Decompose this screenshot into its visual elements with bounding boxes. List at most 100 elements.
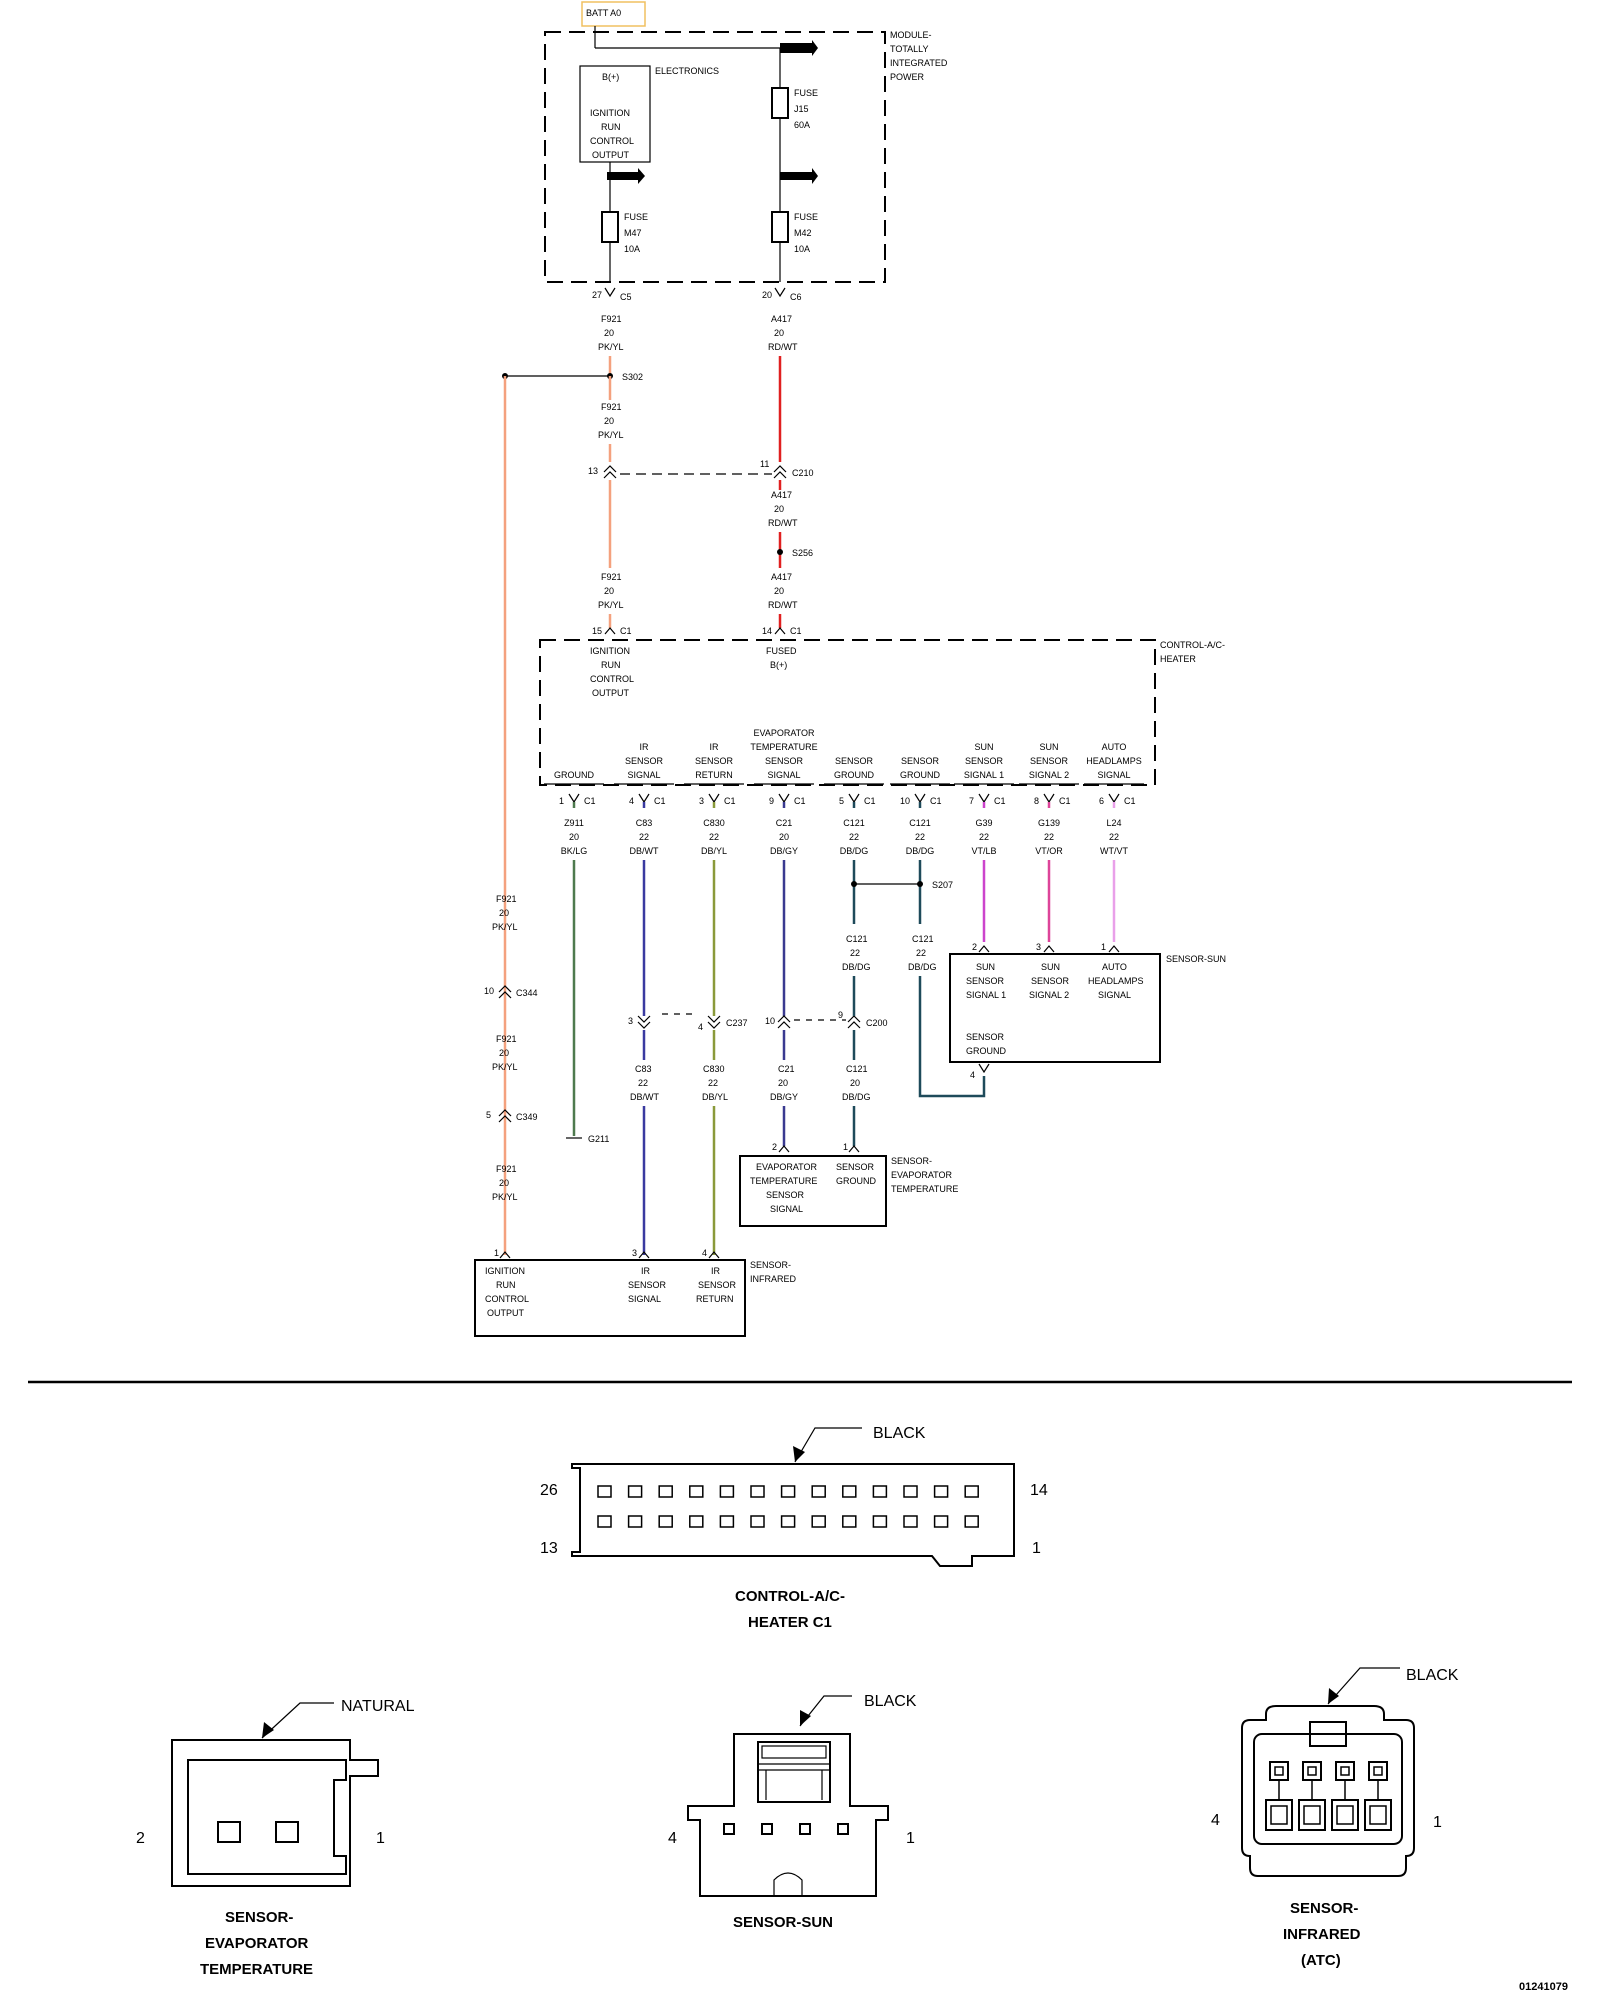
c200-label: C200 [866, 1018, 888, 1028]
upper-wiring: 27 C5 20 C6 F921 20 PK/YL A417 20 RD/WT … [502, 287, 814, 1255]
module-pin-label: SIGNAL 1 [964, 770, 1004, 780]
c1-cavity [842, 1485, 857, 1498]
a417-top-2: 20 [774, 328, 784, 338]
connector-view-c1: BLACK 26 14 13 1 CONTROL-A/C- HEATER C1 [540, 1425, 1048, 1631]
module-pin-conn: C1 [794, 796, 806, 806]
module-pin-label: SIGNAL [1097, 770, 1130, 780]
control-ac-heater-module: CONTROL-A/C- HEATER IGNITION RUN CONTROL… [539, 639, 1225, 856]
wire-label: 20 [569, 832, 579, 842]
wire-label: C21 [776, 818, 793, 828]
c1-cavity [811, 1515, 826, 1528]
c121-mid-2: 22 [850, 948, 860, 958]
c830-low-1: C830 [703, 1064, 725, 1074]
evap-name-3: TEMPERATURE [891, 1184, 958, 1194]
fuse-m47-2: M47 [624, 228, 642, 238]
module-pin-conn: C1 [1059, 796, 1071, 806]
sensor-sun-name: SENSOR-SUN [1166, 954, 1226, 964]
c1-pin-14: 14 [762, 626, 772, 636]
wire-label: DB/DG [840, 846, 869, 856]
ir-name-2: INFRARED [750, 1274, 797, 1284]
module-pin-label: SUN [1039, 742, 1058, 752]
module-fused-2: B(+) [770, 660, 787, 670]
c344-label: C344 [516, 988, 538, 998]
module-pin-number: 4 [629, 796, 634, 806]
f921-top-2: 20 [604, 328, 614, 338]
module-pin-conn: C1 [930, 796, 942, 806]
module-pin-number: 6 [1099, 796, 1104, 806]
fused-arrow-icon [780, 168, 818, 184]
ir-pin-4: 4 [702, 1248, 707, 1258]
c1-cavity [780, 1515, 796, 1528]
evap-name-2: EVAPORATOR [891, 1170, 953, 1180]
module-pin-label: SIGNAL 2 [1029, 770, 1069, 780]
ir-ign-2: RUN [496, 1280, 516, 1290]
module-pin-number: 1 [559, 796, 564, 806]
module-pin-number: 7 [969, 796, 974, 806]
module-name-2: HEATER [1160, 654, 1196, 664]
tipm-name-2: TOTALLY [890, 44, 929, 54]
f921-mid-2: 20 [604, 416, 614, 426]
ir-ret-2: SENSOR [698, 1280, 737, 1290]
c1-cavity [872, 1485, 888, 1498]
c1-cavity [903, 1485, 918, 1498]
sun-view-pin-4: 4 [668, 1830, 677, 1847]
sun-color-label: BLACK [864, 1693, 917, 1710]
c21-low-1: C21 [778, 1064, 795, 1074]
module-pin-conn: C1 [994, 796, 1006, 806]
c5-label: C5 [620, 292, 632, 302]
c1-cavity [627, 1515, 643, 1528]
c237-right-pin: 4 [698, 1022, 703, 1032]
wire-label: 22 [1044, 832, 1054, 842]
c1-cavity [842, 1515, 857, 1528]
sun-sig2-3: SIGNAL 2 [1029, 990, 1069, 1000]
wire-label: DB/GY [770, 846, 798, 856]
module-pin-conn: C1 [724, 796, 736, 806]
sun-sig1-2: SENSOR [966, 976, 1005, 986]
sun-gnd-2: GROUND [966, 1046, 1006, 1056]
c1-cavity [811, 1485, 826, 1498]
ir-sig-1: IR [641, 1266, 651, 1276]
f921-left-2: 20 [499, 908, 509, 918]
wire-label: C830 [703, 818, 725, 828]
sun-gnd-1: SENSOR [966, 1032, 1005, 1042]
evap-pin-1: 1 [843, 1142, 848, 1152]
wire-label: C83 [636, 818, 653, 828]
module-pin-label: GROUND [900, 770, 940, 780]
wire-label: 22 [709, 832, 719, 842]
s302-label: S302 [622, 372, 643, 382]
sun-auto-2: HEADLAMPS [1088, 976, 1144, 986]
wire-label: 22 [915, 832, 925, 842]
lower-wiring: F921 20 PK/YL 10 C344 F921 20 PK/YL 5 C3… [484, 860, 1116, 1255]
c1-cavity [964, 1515, 979, 1528]
module-pin-label: SENSOR [765, 756, 804, 766]
c210-label: C210 [792, 468, 814, 478]
evap-gnd-2: GROUND [836, 1176, 876, 1186]
c5-pin: 27 [592, 290, 602, 300]
c1-view-pin-14: 14 [1030, 1482, 1048, 1499]
ir-cavity-top [1368, 1761, 1388, 1781]
c1-cavity [658, 1485, 673, 1498]
f921-top-3: PK/YL [598, 342, 624, 352]
connector-view-sun: BLACK 4 1 SENSOR-SUN [668, 1693, 917, 1931]
wire-label: 22 [849, 832, 859, 842]
a417-top-3: RD/WT [768, 342, 798, 352]
ir-color-label: BLACK [1406, 1667, 1459, 1684]
c83-low-2: 22 [638, 1078, 648, 1088]
wire-label: BK/LG [561, 846, 588, 856]
wire-label: DB/WT [630, 846, 659, 856]
c1-cavity [597, 1485, 612, 1498]
c83-low-1: C83 [635, 1064, 652, 1074]
f921-left2-3: PK/YL [492, 1062, 518, 1072]
c21-low-3: DB/GY [770, 1092, 798, 1102]
module-pin-label: SENSOR [835, 756, 874, 766]
c121-r-3: DB/DG [908, 962, 937, 972]
c1-cavity [903, 1515, 918, 1528]
ir-ign-3: CONTROL [485, 1294, 529, 1304]
fuse-m42-2: M42 [794, 228, 812, 238]
fuse-m42-1: FUSE [794, 212, 818, 222]
module-fused-1: FUSED [766, 646, 797, 656]
connector-view-evap: NATURAL 2 1 SENSOR- EVAPORATOR TEMPERATU… [136, 1698, 415, 1978]
c210-left-pin: 13 [588, 466, 598, 476]
